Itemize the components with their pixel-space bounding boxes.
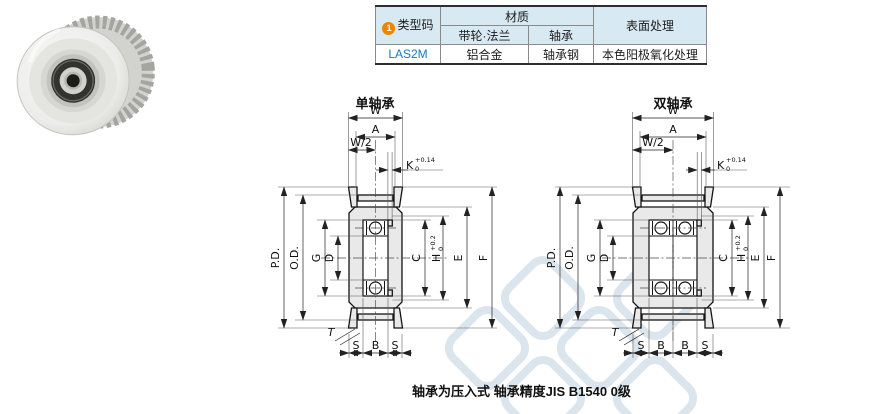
dim-label-f: F bbox=[765, 255, 778, 261]
dim-label-a: A bbox=[372, 123, 380, 136]
dim-label-t: T bbox=[328, 326, 336, 339]
dim-label-w-half: W/2 bbox=[642, 136, 664, 149]
retaining-lip bbox=[696, 219, 702, 227]
dim-label-h-group: H +0.2 0 bbox=[429, 235, 445, 262]
dim-label-c: C bbox=[717, 254, 730, 262]
dim-label-e: E bbox=[452, 254, 465, 261]
double-bearing-title: 双轴承 bbox=[653, 96, 693, 111]
material-header-cell: 材质 bbox=[440, 5, 594, 26]
surface-header-cell: 表面处理 bbox=[593, 5, 707, 45]
dim-label-h: H bbox=[430, 254, 443, 262]
retaining-lip bbox=[696, 289, 702, 297]
dim-label-k-tol-lower: 0 bbox=[726, 165, 730, 173]
dim-label-w: W bbox=[668, 104, 679, 117]
dim-label-k-tol-upper: +0.14 bbox=[726, 156, 746, 164]
table-data-row: LAS2M 铝合金 轴承钢 本色阳极氧化处理 bbox=[375, 44, 707, 65]
type-code-value: LAS2M bbox=[375, 44, 441, 65]
dim-label-e: E bbox=[749, 254, 762, 261]
dim-label-k: K bbox=[717, 159, 725, 172]
pulley-flange-material-value: 铝合金 bbox=[440, 44, 529, 65]
dim-label-h: H bbox=[735, 254, 748, 262]
surface-treatment-value: 本色阳极氧化处理 bbox=[593, 44, 707, 65]
dim-label-b: B bbox=[372, 339, 380, 352]
dimension-lines bbox=[280, 114, 496, 357]
flange-tab bbox=[347, 307, 358, 329]
dim-label-s-left: S bbox=[353, 339, 360, 352]
dim-label-b-left: B bbox=[657, 339, 665, 352]
table-header-row-2: 带轮·法兰 轴承 bbox=[376, 25, 707, 45]
diagram-single-bearing: W A W/2 K +0.14 0 P.D. O.D. G D C H +0.2… bbox=[269, 104, 497, 358]
dim-label-h-tol-lower: 0 bbox=[437, 247, 445, 251]
flange-tab bbox=[704, 186, 715, 208]
flange-tab bbox=[393, 307, 404, 329]
flange-tab bbox=[631, 186, 642, 208]
flange-tab bbox=[347, 186, 358, 208]
dim-label-s-right: S bbox=[392, 339, 399, 352]
dim-label-h-tol-upper: +0.2 bbox=[429, 235, 437, 251]
dim-label-s-right: S bbox=[702, 339, 709, 352]
material-bearing-header: 轴承 bbox=[528, 25, 594, 45]
retaining-lip bbox=[387, 289, 393, 297]
dim-label-h-tol-lower: 0 bbox=[742, 247, 750, 251]
dim-label-k: K bbox=[406, 159, 414, 172]
dim-label-pd: P.D. bbox=[545, 248, 558, 268]
dim-label-w-half: W/2 bbox=[350, 136, 372, 149]
bearing-note: 轴承为压入式 轴承精度JIS B1540 0级 bbox=[412, 384, 631, 399]
product-photo-timing-pulley bbox=[16, 15, 155, 136]
dim-label-d: D bbox=[323, 254, 336, 262]
dim-label-g: G bbox=[585, 254, 598, 263]
dim-label-k-tol-upper: +0.14 bbox=[415, 156, 435, 164]
diagram-double-bearing: W A W/2 K +0.14 0 P.D. O.D. G D C H +0.2… bbox=[545, 104, 790, 358]
dim-label-b-right: B bbox=[681, 339, 689, 352]
dim-label-h-tol-upper: +0.2 bbox=[734, 235, 742, 251]
dim-label-d: D bbox=[598, 254, 611, 262]
pulley-photo-group bbox=[16, 15, 155, 136]
dim-label-od: O.D. bbox=[288, 246, 301, 270]
dim-label-f: F bbox=[477, 255, 490, 261]
material-pulley-flange-header: 带轮·法兰 bbox=[440, 25, 529, 45]
dim-label-h-group: H +0.2 0 bbox=[734, 235, 750, 262]
dim-label-g: G bbox=[310, 254, 323, 263]
single-bearing-title: 单轴承 bbox=[355, 96, 395, 111]
type-code-header-label: 类型码 bbox=[397, 18, 434, 32]
dim-label-c: C bbox=[410, 254, 423, 262]
flange-tab bbox=[704, 307, 715, 329]
dim-label-od: O.D. bbox=[563, 246, 576, 270]
dim-label-k-tol-lower: 0 bbox=[415, 165, 419, 173]
flange-tab bbox=[393, 186, 404, 208]
bore bbox=[66, 74, 80, 88]
retaining-lip bbox=[387, 219, 393, 227]
flange-tab bbox=[631, 307, 642, 329]
teeth-texture bbox=[41, 15, 155, 129]
bearing-material-value: 轴承钢 bbox=[528, 44, 594, 65]
dim-label-s-left: S bbox=[638, 339, 645, 352]
dim-label-pd: P.D. bbox=[269, 248, 282, 268]
dim-label-w: W bbox=[370, 104, 381, 117]
dim-label-a: A bbox=[669, 123, 677, 136]
type-code-badge-icon: 1 bbox=[382, 22, 396, 35]
